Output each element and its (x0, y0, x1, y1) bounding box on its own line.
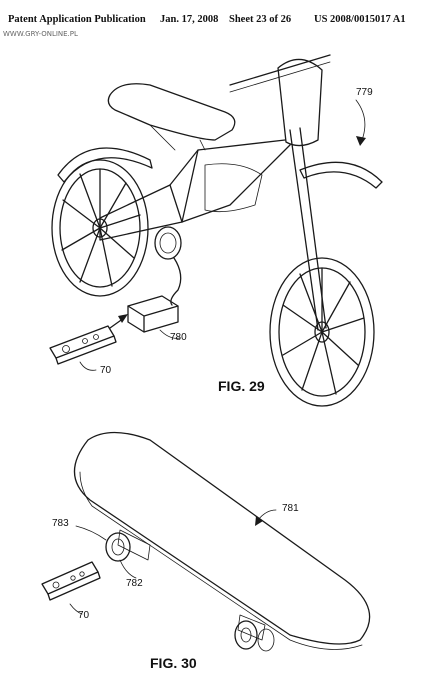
skateboard-deck (73, 431, 371, 645)
rear-fender (57, 147, 153, 183)
front-wheel (269, 257, 375, 407)
header-date: Jan. 17, 2008 (160, 14, 219, 25)
header-number: US 2008/0015017 A1 (314, 14, 406, 25)
leader-70-b (69, 603, 83, 615)
frame-down-tube (181, 144, 291, 223)
ref-70b-label: 70 (78, 610, 90, 621)
ref-70-label: 70 (100, 365, 112, 376)
seat (107, 83, 236, 141)
ref-779-label: 779 (356, 87, 373, 98)
frame-top-tube (169, 139, 286, 186)
ref-781-label: 781 (282, 503, 299, 514)
rear-wheel-hub (111, 538, 125, 556)
leader-779-arrow (356, 136, 366, 146)
fig-29-caption: FIG. 29 (218, 378, 265, 394)
ref-780-label: 780 (170, 332, 187, 343)
front-fender (299, 161, 383, 189)
front-truck (237, 614, 266, 641)
sensor-cable (170, 257, 182, 306)
hub-sensor (154, 226, 182, 260)
rear-truck (117, 529, 151, 561)
bicycle-illustration (49, 54, 383, 407)
link-arrowhead (118, 314, 128, 323)
ref-782-label: 782 (126, 578, 143, 589)
wireless-controller-2 (41, 561, 101, 601)
fig-30-caption: FIG. 30 (150, 655, 197, 671)
front-wheel-a (234, 620, 258, 650)
wireless-controller (49, 325, 117, 365)
leader-782 (119, 559, 137, 579)
hub-sensor-inner (159, 232, 177, 254)
handlebar (229, 54, 331, 86)
leader-783 (75, 525, 107, 541)
ref-783-label: 783 (52, 518, 69, 529)
frame-seat-tube (181, 149, 199, 223)
frame-panel (204, 163, 263, 213)
fork-left (289, 129, 319, 331)
header-publication: Patent Application Publication (8, 14, 146, 25)
watermark: WWW.GRY-ONLINE.PL (3, 30, 78, 38)
leader-779 (355, 99, 366, 141)
front-wheel-a-hub (240, 627, 252, 643)
leader-780 (159, 329, 181, 339)
signal-module (127, 295, 179, 333)
front-wheel-b (257, 628, 275, 652)
leader-70-a (79, 361, 97, 371)
leader-781-arrow (255, 516, 263, 526)
seat-post (149, 124, 206, 151)
skateboard-illustration (41, 431, 371, 652)
deck-edge (79, 471, 363, 650)
rear-wheel-sensor (105, 532, 131, 562)
leader-781 (257, 509, 277, 521)
header-sheet: Sheet 23 of 26 (229, 14, 292, 25)
handlebar-lower (229, 61, 331, 93)
